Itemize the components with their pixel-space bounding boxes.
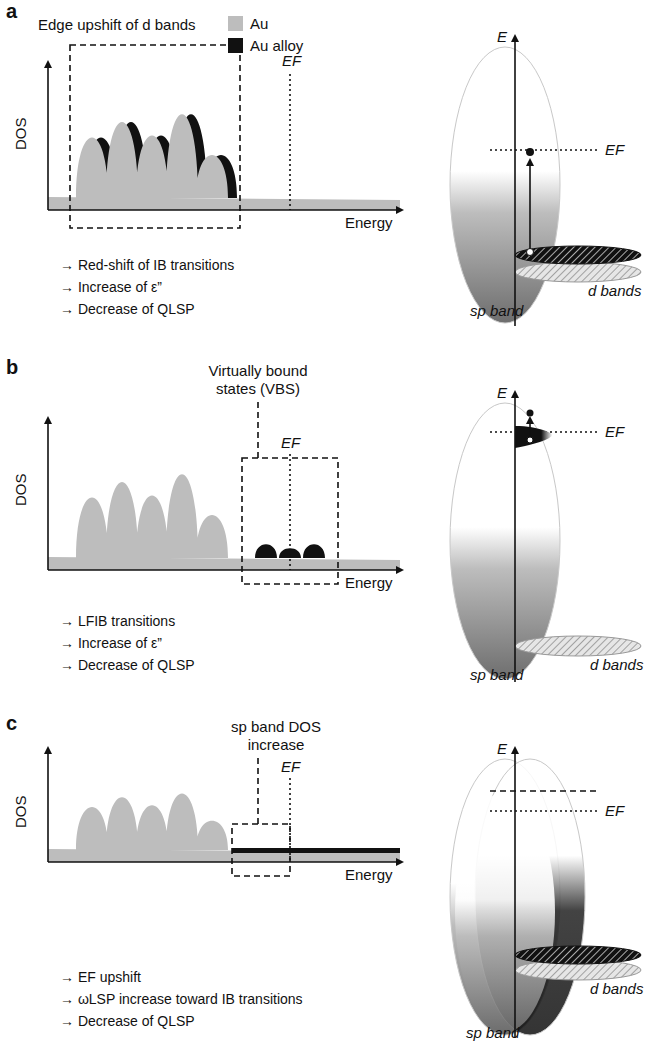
legend-swatch — [228, 16, 243, 31]
axis-label: DOS — [12, 795, 30, 828]
axis-label: E — [497, 28, 507, 46]
axis-label: EF — [605, 423, 624, 441]
panel-title: Virtually bound states (VBS) — [200, 362, 316, 398]
axis-label: EF — [281, 758, 300, 776]
axis-label: EF — [281, 434, 300, 452]
sp-band-shape — [455, 792, 555, 1032]
d-band-dos — [76, 114, 228, 198]
axis-label: Energy — [345, 574, 393, 592]
legend-text: Au — [250, 15, 268, 33]
axis-label: E — [497, 740, 507, 758]
transition-arrow — [529, 160, 531, 250]
axis-label: DOS — [12, 473, 30, 506]
panel-letter: c — [6, 714, 17, 732]
dashed-leader — [257, 402, 259, 458]
axis-label: EF — [282, 52, 301, 70]
note: → Increase of ε” — [60, 278, 162, 296]
legend-text: Au alloy — [250, 37, 303, 55]
panel-letter: a — [6, 2, 17, 20]
dashed-box — [242, 458, 338, 584]
fermi-level-line — [289, 74, 291, 210]
alloy-d-band-shape — [515, 946, 641, 964]
fermi-level-line — [490, 810, 600, 812]
d-band-shape — [515, 636, 641, 656]
electron-dot — [526, 148, 534, 156]
axis-label: Energy — [345, 866, 393, 884]
axis-label: DOS — [12, 117, 30, 150]
note: → Increase of ε” — [60, 634, 162, 652]
hole-dot — [527, 249, 534, 256]
note: → LFIB transitions — [60, 612, 175, 630]
axis-label: E — [497, 384, 507, 402]
axis-label: EF — [605, 802, 624, 820]
band-label: d bands — [590, 656, 643, 674]
band-label: sp band — [470, 302, 523, 320]
fermi-level-line — [490, 149, 600, 151]
vbs-shape — [515, 426, 552, 448]
transition-arrow — [529, 418, 531, 438]
alloy-d-band-shape — [515, 246, 641, 264]
electron-dot — [527, 410, 534, 417]
energy-axis — [48, 569, 402, 571]
dashed-leader — [257, 758, 259, 824]
d-band-dos — [76, 793, 228, 850]
band-label: d bands — [590, 980, 643, 998]
band-label: sp band — [470, 666, 523, 684]
sp-dos-increase — [232, 848, 400, 853]
dos-axis — [47, 418, 49, 570]
panel-title: Edge upshift of d bands — [38, 16, 196, 34]
sp-band-dos — [48, 557, 400, 570]
energy-axis — [48, 209, 402, 211]
note: → Decrease of QLSP — [60, 656, 195, 674]
e-axis — [514, 36, 516, 326]
panel-letter: b — [6, 358, 18, 376]
fermi-level-line — [289, 454, 291, 570]
shifted-fermi-level — [490, 790, 600, 792]
axis-label: EF — [605, 141, 624, 159]
note: → Red-shift of IB transitions — [60, 256, 234, 274]
energy-axis — [48, 861, 402, 863]
hole-dot — [527, 437, 533, 443]
note: → Decrease of QLSP — [60, 1012, 195, 1030]
panel-title: sp band DOS increase — [208, 718, 344, 754]
dos-axis — [47, 748, 49, 862]
note: → Decrease of QLSP — [60, 300, 195, 318]
note: → EF upshift — [60, 968, 141, 986]
sp-band-shape — [450, 47, 560, 323]
dashed-box — [70, 45, 240, 228]
sp-band-dos — [48, 849, 400, 862]
sp-band-dos — [48, 197, 400, 210]
d-band-shape — [515, 262, 641, 282]
band-label: d bands — [588, 282, 641, 300]
dos-axis — [47, 62, 49, 210]
note: → ωLSP increase toward IB transitions — [60, 990, 303, 1008]
dashed-box — [232, 824, 290, 876]
band-label: sp band — [466, 1024, 519, 1042]
axis-label: Energy — [345, 214, 393, 232]
legend-swatch — [228, 38, 243, 53]
d-band-dos — [76, 474, 228, 558]
